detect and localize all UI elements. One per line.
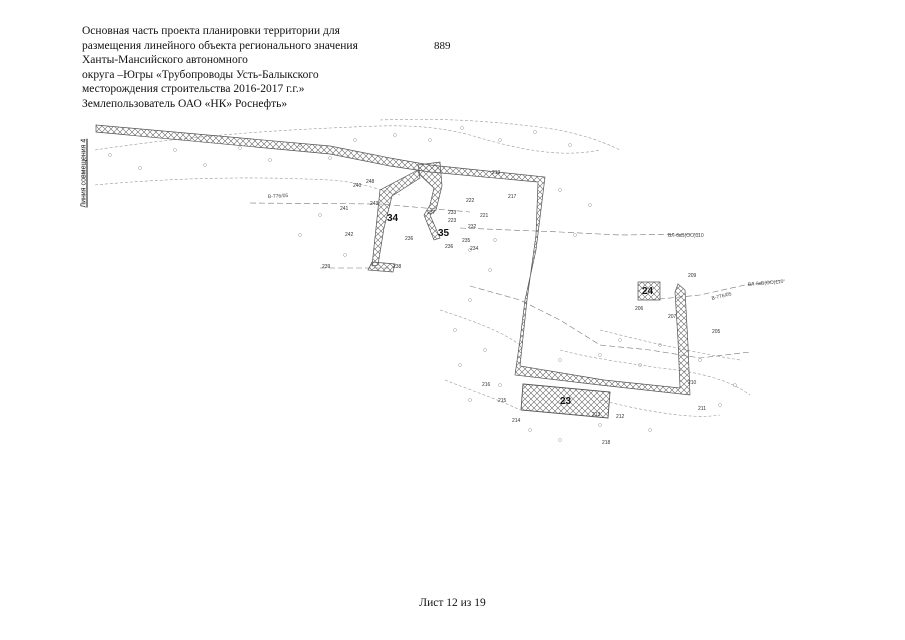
point-label: 236 (445, 244, 454, 250)
point-label: 219 (492, 170, 501, 176)
sheet-footer: Лист 12 из 19 (419, 597, 486, 609)
point-label: 207 (668, 314, 677, 320)
road-labels: В-776/05 ВЛ-6кВ(ОО)110 В-776/05 ВЛ-6кВ(О… (268, 193, 784, 302)
point-label: 243 (370, 201, 379, 207)
header-line: Ханты-Мансийского автономного (82, 54, 248, 66)
point-label: 241 (340, 206, 349, 212)
point-label: 237 (427, 210, 436, 216)
header-line: округа –Югры «Трубопроводы Усть-Балыкско… (82, 68, 319, 81)
point-label: 232 (468, 224, 477, 230)
point-label: 216 (482, 382, 491, 388)
point-label: 235 (462, 238, 471, 244)
plot-label-24: 24 (642, 286, 654, 297)
point-label: 222 (466, 198, 475, 204)
point-label: 212 (616, 414, 625, 420)
header-line: Основная часть проекта планировки террит… (82, 25, 340, 37)
document-header: Основная часть проекта планировки террит… (82, 24, 412, 111)
point-label: 233 (448, 210, 457, 216)
plot-label-35: 35 (438, 228, 450, 239)
plot-label-34: 34 (387, 213, 399, 224)
point-label: 206 (635, 306, 644, 312)
road-label: ВЛ-6кВ(ОО)110 (748, 279, 784, 288)
header-line: месторождения строительства 2016-2017 г.… (82, 83, 305, 95)
point-label: 209 (688, 273, 697, 279)
point-label: 223 (448, 218, 457, 224)
point-label: 215 (498, 398, 507, 404)
point-label: 248 (366, 179, 375, 185)
point-labels: 240 248 243 237 233 221 219 217 241 242 … (322, 170, 721, 446)
corridor (95, 124, 691, 419)
point-label: 236 (405, 236, 414, 242)
road-label: В-776/05 (711, 291, 732, 302)
point-label: 205 (712, 329, 721, 335)
point-label: 210 (688, 380, 697, 386)
road-label: ВЛ-6кВ(ОО)110 (668, 233, 704, 239)
point-label: 218 (602, 440, 611, 446)
point-label: 221 (480, 213, 489, 219)
point-label: 240 (353, 183, 362, 189)
point-label: 213 (592, 412, 601, 418)
point-label: 238 (393, 264, 402, 270)
point-label: 214 (512, 418, 521, 424)
roads (249, 202, 786, 359)
point-label: 242 (345, 232, 354, 238)
contour-lines (94, 118, 751, 417)
page-number: 889 (434, 40, 451, 52)
header-line: Землепользователь ОАО «НК» Роснефть» (82, 97, 288, 110)
point-label: 217 (508, 194, 517, 200)
road-label: В-776/05 (268, 193, 289, 200)
point-label: 234 (470, 246, 479, 252)
point-label: 239 (322, 264, 331, 270)
header-line: размещения линейного объекта регионально… (82, 39, 358, 52)
plot-label-23: 23 (560, 396, 572, 407)
point-label: 211 (698, 406, 706, 412)
